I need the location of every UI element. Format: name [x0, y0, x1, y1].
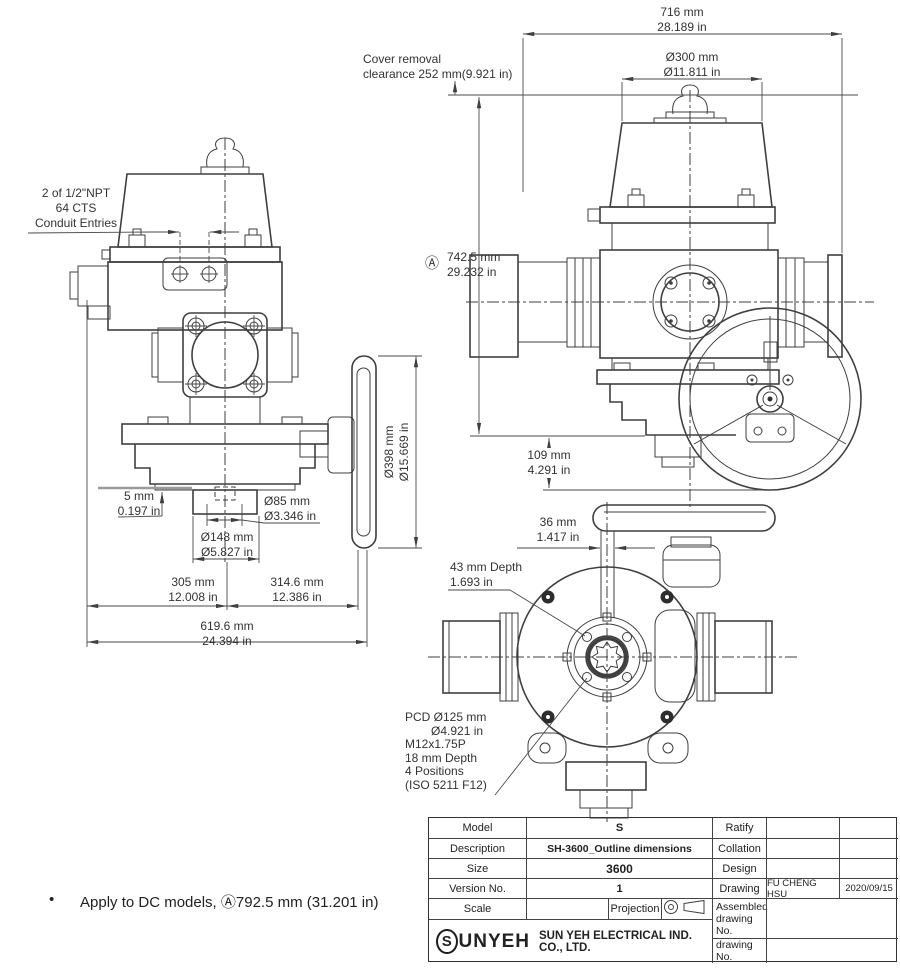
sunyeh-logo-text: UNYEH [458, 930, 531, 952]
dim-a-label: 742.5 mm 29.232 in [447, 250, 501, 279]
version-value: 1 [527, 879, 713, 899]
depth-43-label: 43 mm Depth 1.693 in [450, 560, 523, 589]
dim-148-label: Ø148 mm Ø5.827 in [200, 530, 254, 559]
dim-109-label: 109 mm 4.291 in [525, 448, 573, 478]
drawing-value: FU CHENG HSU [767, 879, 840, 899]
collation-value2 [840, 839, 898, 859]
ratify-value2 [840, 818, 898, 839]
scale-label: Scale [429, 899, 527, 920]
front-view [69, 137, 377, 562]
design-label: Design [713, 859, 767, 879]
footnote-text: Apply to DC models, Ⓐ792.5 mm (31.201 in… [80, 894, 379, 911]
dim-5-label: 5 mm 0.197 in [117, 489, 161, 518]
size-label: Size [429, 859, 527, 879]
assembled-drawing-no-label: Assembled drawing No. [713, 899, 767, 939]
assembled-drawing-no-value [767, 899, 898, 939]
ratify-label: Ratify [713, 818, 767, 839]
sunyeh-logo-icon: S [436, 929, 458, 954]
cover-clearance-label: Cover removal clearance 252 mm(9.921 in) [363, 52, 513, 81]
ratify-value [767, 818, 840, 839]
dim-36-label: 36 mm 1.417 in [536, 515, 580, 544]
dim-305-label: 305 mm 12.008 in [168, 575, 218, 604]
company-name: SUN YEH ELECTRICAL IND. CO., LTD. [539, 929, 692, 954]
design-value [767, 859, 840, 879]
conduit-label: 2 of 1/2"NPT 64 CTS Conduit Entries [34, 186, 118, 230]
version-label: Version No. [429, 879, 527, 899]
projection-symbol-cell [662, 899, 713, 920]
dim-619-label: 619.6 mm 24.394 in [200, 619, 254, 648]
dim-a-marker: Ⓐ [425, 255, 439, 271]
dimension-lines [27, 31, 858, 796]
size-value: 3600 [527, 859, 713, 879]
dim-300-label: Ø300 mm Ø11.811 in [663, 50, 721, 79]
side-view [466, 84, 874, 508]
drawing-no-value [767, 939, 898, 963]
collation-value [767, 839, 840, 859]
drawing-no-label: drawing No. [713, 939, 767, 963]
model-value: S [527, 818, 713, 839]
collation-label: Collation [713, 839, 767, 859]
design-value2 [840, 859, 898, 879]
footnote-bullet: • [49, 891, 55, 908]
top-view [428, 502, 800, 822]
dim-398-label: Ø398 mm Ø15.669 in [382, 422, 411, 482]
drawing-date: 2020/09/15 [840, 879, 898, 899]
title-block: Model S Description SH-3600_Outline dime… [428, 817, 898, 963]
scale-value [527, 899, 609, 920]
drawing-label: Drawing [713, 879, 767, 899]
description-label: Description [429, 839, 527, 859]
projection-label: Projection [609, 899, 662, 920]
description-value: SH-3600_Outline dimensions [527, 839, 713, 859]
pcd-note: PCD Ø125 mm Ø4.921 in M12x1.75P 18 mm De… [405, 710, 487, 792]
third-angle-projection-icon [664, 899, 705, 915]
dim-85-label: Ø85 mm Ø3.346 in [264, 494, 317, 523]
dim-716-label: 716 mm 28.189 in [657, 5, 707, 34]
dim-314-label: 314.6 mm 12.386 in [270, 575, 324, 604]
model-label: Model [429, 818, 527, 839]
